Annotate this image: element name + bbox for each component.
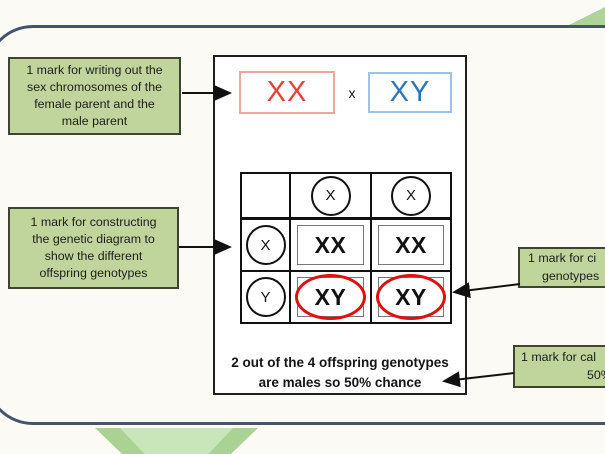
corner-triangle-decoration: [569, 7, 605, 25]
annotation-calculate-percent: 1 mark for cal 50%: [513, 345, 605, 388]
punnett-col-header-cell: X: [372, 174, 450, 220]
conclusion-line-1: 2 out of the 4 offspring genotypes: [231, 355, 449, 370]
annotation-line: 1 mark for cal: [521, 350, 597, 365]
annotation-circle-genotypes: 1 mark for ci genotypes: [518, 247, 605, 288]
annotation-line: 1 mark for ci: [528, 251, 597, 266]
mother-genotype-label: XX: [266, 76, 308, 108]
father-gamete-2: X: [405, 187, 416, 204]
punnett-offspring-cell: XX: [372, 220, 450, 272]
punnett-offspring-cell: XY: [372, 272, 450, 322]
offspring-genotype: XX: [395, 231, 427, 258]
mother-gamete-circle-2: Y: [245, 277, 286, 317]
annotation-line: show the different: [44, 249, 143, 263]
father-genotype-box: XY: [368, 72, 452, 113]
annotation-line: the genetic diagram to: [32, 231, 155, 246]
mother-gamete-2: Y: [260, 288, 271, 306]
punnett-row-header-cell: X: [242, 220, 291, 272]
mother-gamete-circle-1: X: [245, 225, 286, 265]
offspring-genotype: XX: [314, 231, 347, 258]
slide-frame-border: [0, 25, 605, 425]
red-highlight-oval: [295, 274, 366, 320]
mother-gamete-1: X: [260, 236, 271, 254]
punnett-offspring-cell: XX: [291, 220, 372, 272]
father-gamete-circle-1: X: [310, 175, 351, 216]
annotation-line: genotypes: [542, 268, 600, 283]
offspring-genotype-box: XX: [297, 225, 364, 265]
conclusion-line-2: are males so 50% chance: [258, 375, 422, 391]
punnett-col-header-cell: X: [291, 174, 372, 220]
offspring-genotype-box-circled: XY: [376, 274, 446, 320]
punnett-row-header-cell: Y: [242, 272, 291, 322]
father-gamete-circle-2: X: [391, 175, 431, 216]
genetic-diagram-panel: XX x XY X X X: [213, 55, 467, 395]
red-highlight-oval: [376, 274, 446, 320]
annotation-line: male parent: [61, 114, 128, 129]
annotation-line: 1 mark for writing out the: [26, 62, 163, 77]
punnett-square: X X X XX XX: [240, 172, 452, 324]
offspring-genotype-box-circled: XY: [295, 274, 366, 320]
annotation-line: sex chromosomes of the: [27, 79, 162, 94]
annotation-line: 50%: [587, 367, 605, 382]
annotation-construct-diagram: 1 mark for constructing the genetic diag…: [8, 207, 179, 289]
annotation-line: offspring genotypes: [39, 266, 148, 281]
cross-symbol: x: [348, 85, 356, 101]
offspring-genotype-box: XX: [378, 225, 444, 265]
punnett-offspring-cell: XY: [291, 272, 372, 322]
annotation-line: female parent and the: [34, 97, 155, 111]
conclusion-statement: 2 out of the 4 offspring genotypes are m…: [215, 353, 465, 394]
father-genotype-label: XY: [389, 76, 431, 108]
father-gamete-1: X: [325, 187, 336, 204]
punnett-corner-cell: [242, 174, 291, 220]
mother-genotype-box: XX: [239, 71, 335, 114]
annotation-write-parents: 1 mark for writing out the sex chromosom…: [8, 57, 181, 135]
annotation-line: 1 mark for constructing: [30, 214, 157, 229]
